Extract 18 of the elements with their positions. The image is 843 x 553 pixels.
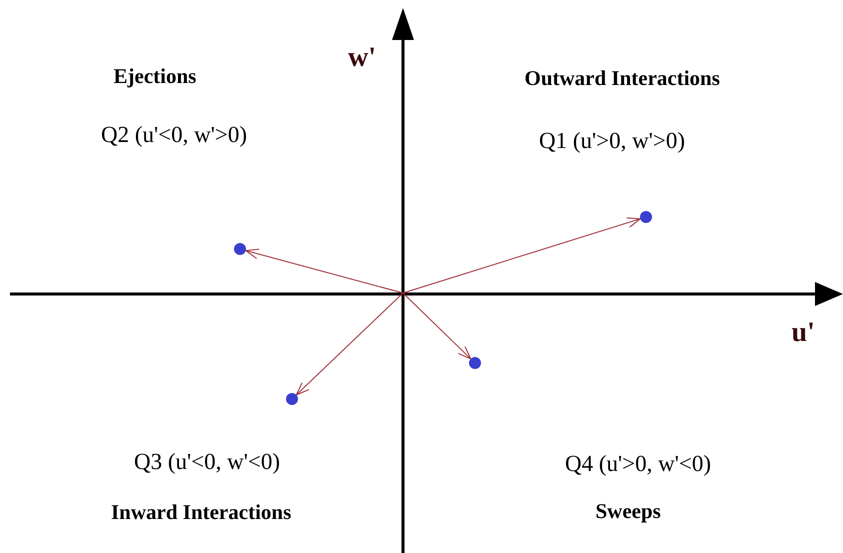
quadrant-condition: Q3 (u'<0, w'<0) xyxy=(134,450,280,473)
quadrant-name: Inward Interactions xyxy=(111,502,292,523)
arrow xyxy=(245,248,404,294)
quadrant-name: Sweeps xyxy=(596,501,661,522)
data-point xyxy=(640,211,652,223)
arrow xyxy=(402,292,472,360)
quadrant-name: Ejections xyxy=(114,66,196,87)
quadrant-condition: Q1 (u'>0, w'>0) xyxy=(539,129,686,152)
data-point xyxy=(469,357,481,369)
quadrant-condition: Q2 (u'<0, w'>0) xyxy=(101,123,248,146)
axis-label: u' xyxy=(792,319,815,347)
arrow xyxy=(402,217,641,294)
quadrant-condition: Q4 (u'>0, w'<0) xyxy=(565,452,712,475)
axis-label: w' xyxy=(348,44,376,72)
data-point xyxy=(286,393,298,405)
data-point xyxy=(234,243,246,255)
quadrant-name: Outward Interactions xyxy=(524,68,720,89)
arrow xyxy=(296,292,404,396)
